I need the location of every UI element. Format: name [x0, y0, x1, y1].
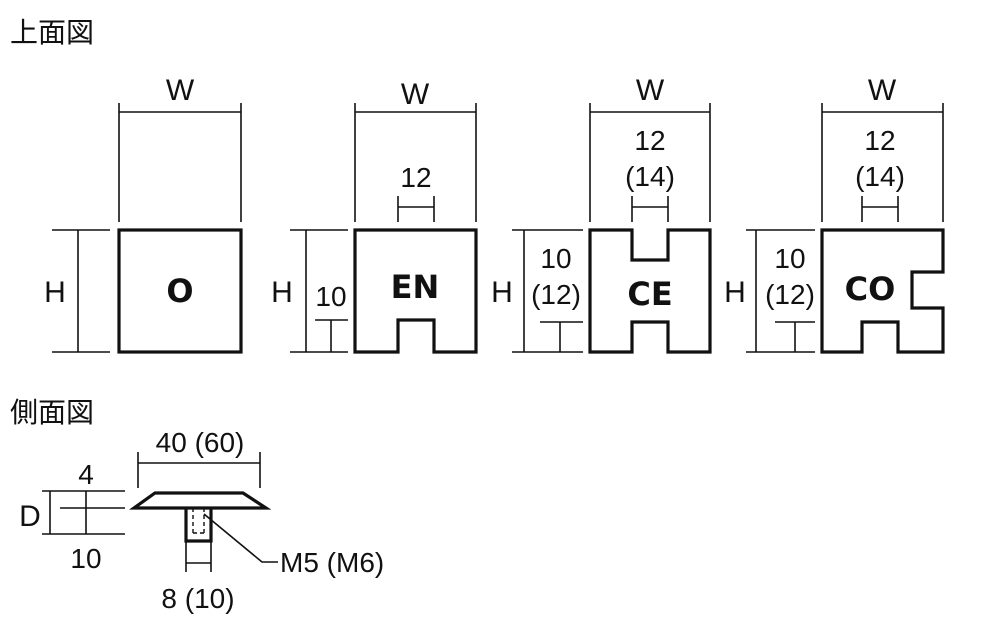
o-height-label: H: [44, 276, 66, 309]
side-bottom-label: 10: [70, 543, 101, 574]
en-code-label: EN: [391, 268, 440, 306]
side-head-outline: [129, 491, 272, 510]
co-outline: [820, 228, 945, 354]
en-depth-label: 10: [315, 281, 346, 312]
o-width-label: W: [166, 74, 195, 107]
thread-label: M5 (M6): [280, 547, 384, 578]
shape-ce: W 12 (14) H 10 (12) CE: [491, 74, 712, 354]
ce-depth-label: 10: [540, 243, 571, 274]
co-code-label: CO: [845, 270, 896, 308]
side-depth-label: D: [19, 500, 41, 533]
en-slot-label: 12: [400, 162, 431, 193]
ce-code-label: CE: [627, 275, 672, 313]
co-height-label: H: [724, 276, 746, 309]
side-top-label: 4: [78, 459, 94, 490]
ce-outline: [588, 228, 712, 354]
en-width-label: W: [401, 78, 430, 111]
side-view-title: 側面図: [10, 396, 94, 429]
en-outline: [353, 228, 478, 354]
en-height-label: H: [271, 276, 293, 309]
co-depth-label-alt: (12): [765, 279, 815, 310]
side-stem-outline: [184, 508, 213, 543]
ce-slot-label-alt: (14): [625, 161, 675, 192]
shape-o: W H O: [44, 74, 243, 354]
shape-co: W 12 (14) H 10 (12) CO: [724, 74, 945, 354]
co-slot-label: 12: [864, 125, 895, 156]
side-length-label: 40 (60): [156, 427, 245, 458]
side-view: 40 (60) M5 (M6) 8 (10) D 4 10: [19, 427, 384, 614]
ce-depth-label-alt: (12): [531, 279, 581, 310]
o-outline: [117, 228, 243, 354]
stem-width-label: 8 (10): [161, 583, 234, 614]
ce-slot-label: 12: [634, 125, 665, 156]
co-depth-label: 10: [774, 243, 805, 274]
co-slot-label-alt: (14): [855, 161, 905, 192]
top-view-title: 上面図: [10, 16, 94, 49]
shape-en: W 12 H 10 EN: [271, 78, 478, 354]
co-width-label: W: [868, 74, 897, 107]
thread-leader-line: [203, 513, 278, 563]
ce-height-label: H: [491, 276, 513, 309]
ce-width-label: W: [636, 74, 665, 107]
o-code-label: O: [166, 272, 193, 310]
